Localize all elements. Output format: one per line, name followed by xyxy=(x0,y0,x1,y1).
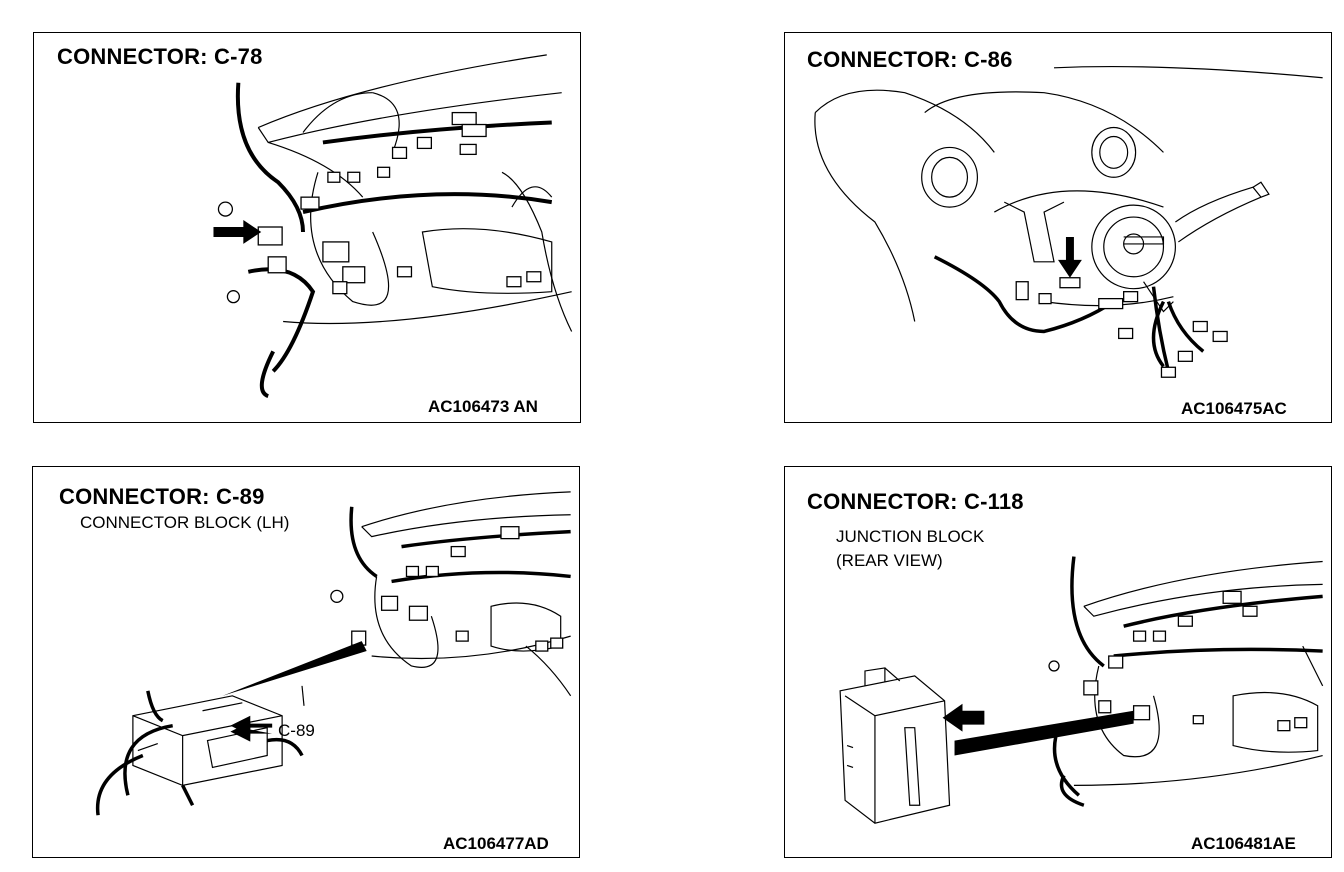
steering-column-illustration xyxy=(814,65,1323,378)
diagram-panel-c78: CONNECTOR: C-78 AC106473 AN xyxy=(33,32,581,423)
pointer-arrow-c86 xyxy=(1058,236,1082,278)
diagram-panel-c118: CONNECTOR: C-118 JUNCTION BLOCK (REAR VI… xyxy=(784,466,1332,858)
connector-title: CONNECTOR: C-86 xyxy=(807,47,1013,72)
pointer-arrow-c89 xyxy=(230,715,273,736)
diagram-panel-c89: CONNECTOR: C-89 CONNECTOR BLOCK (LH) C-8… xyxy=(32,466,580,858)
connector-title: CONNECTOR: C-118 xyxy=(807,489,1024,514)
callout-label: C-89 xyxy=(278,721,315,740)
junction-block-illustration xyxy=(839,556,1324,824)
figure-code: AC106473 AN xyxy=(428,397,538,416)
dashboard-harness-illustration xyxy=(213,54,573,399)
connector-subtitle-line2: (REAR VIEW) xyxy=(836,551,943,570)
projection-beam xyxy=(222,641,367,696)
figure-code: AC106481AE xyxy=(1191,834,1296,853)
pointer-arrow-c78 xyxy=(213,220,262,244)
connector-title: CONNECTOR: C-89 xyxy=(59,484,265,509)
connector-title: CONNECTOR: C-78 xyxy=(57,44,263,69)
diagram-panel-c86: CONNECTOR: C-86 AC106475AC xyxy=(784,32,1332,423)
connector-block-illustration xyxy=(95,491,572,816)
connector-subtitle-line1: JUNCTION BLOCK xyxy=(836,527,985,546)
pointer-arrow-c118 xyxy=(942,703,985,732)
figure-code: AC106477AD xyxy=(443,834,549,853)
connector-subtitle: CONNECTOR BLOCK (LH) xyxy=(80,513,290,532)
figure-code: AC106475AC xyxy=(1181,399,1287,418)
projection-beam xyxy=(954,710,1134,756)
